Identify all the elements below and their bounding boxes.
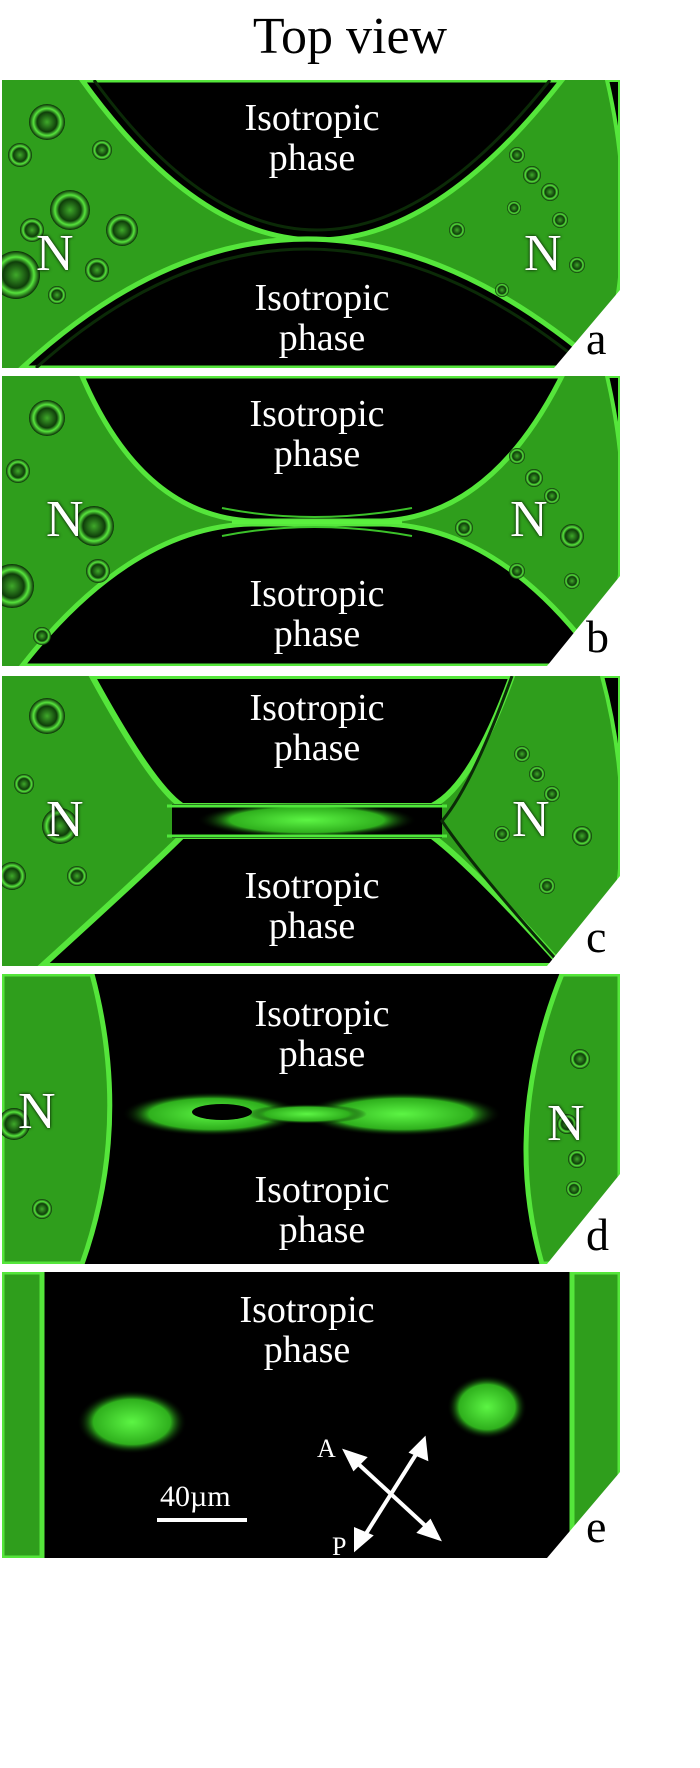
figure-title: Top view	[252, 8, 448, 65]
micrograph-b-image	[2, 376, 620, 666]
micrograph-c-image	[2, 676, 620, 966]
nematic-label-right: N	[547, 1095, 585, 1152]
panel-letter-d: d	[586, 1209, 609, 1260]
panel-letter-b: b	[586, 611, 609, 662]
micrograph-panel-e: Isotropic phase 40µm A P e	[2, 1272, 620, 1558]
scale-bar-label: 40µm	[160, 1480, 231, 1513]
micrograph-panel-c: Isotropic phase Isotropic phase N N c	[2, 676, 620, 966]
nematic-label-right: N	[510, 491, 548, 548]
nematic-label-left: N	[36, 225, 74, 282]
nematic-label-right: N	[524, 225, 562, 282]
polarizer-label: P	[332, 1532, 347, 1559]
isotropic-label-bottom: Isotropic phase	[254, 1169, 390, 1251]
isotropic-label-bottom: Isotropic phase	[254, 277, 390, 359]
isotropic-label-bottom: Isotropic phase	[249, 573, 385, 655]
panel-letter-a: a	[586, 313, 607, 364]
analyzer-label: A	[317, 1434, 336, 1463]
micrograph-d-image	[2, 974, 620, 1264]
micrograph-e-image	[2, 1272, 620, 1558]
micrograph-panel-d: Isotropic phase Isotropic phase N N d	[2, 974, 620, 1264]
isotropic-label-bottom: Isotropic phase	[244, 865, 380, 947]
micrograph-a-image	[2, 80, 620, 368]
panel-letter-e: e	[586, 1501, 607, 1552]
micrograph-panel-b: Isotropic phase Isotropic phase N N b	[2, 376, 620, 666]
polarizer-axes-icon	[342, 1435, 442, 1553]
isotropic-label-top: Isotropic phase	[244, 97, 380, 179]
scale-bar	[157, 1518, 247, 1522]
nematic-label-left: N	[18, 1083, 56, 1140]
isotropic-label-top: Isotropic phase	[254, 993, 390, 1075]
isotropic-label-top: Isotropic phase	[239, 1289, 375, 1371]
nematic-label-left: N	[46, 491, 84, 548]
isotropic-label-top: Isotropic phase	[249, 687, 385, 769]
isotropic-label-top: Isotropic phase	[249, 393, 385, 475]
nematic-label-left: N	[46, 791, 84, 848]
nematic-label-right: N	[512, 791, 550, 848]
panel-letter-c: c	[586, 911, 607, 962]
micrograph-panel-a: Isotropic phase Isotropic phase N N a	[2, 80, 620, 368]
